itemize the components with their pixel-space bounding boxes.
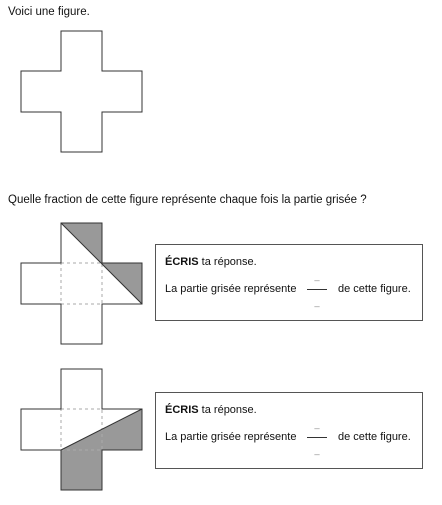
fraction-bar	[307, 289, 327, 290]
answer-box-2: ÉCRIS ta réponse. La partie grisée repré…	[155, 392, 423, 469]
numerator-field[interactable]: _	[314, 419, 320, 429]
answer-sentence-end: de cette figure.	[338, 431, 411, 443]
cross-figure	[20, 30, 144, 154]
answer-box-1: ÉCRIS ta réponse. La partie grisée repré…	[155, 244, 423, 321]
answer-sentence-start: La partie grisée représente	[165, 431, 297, 443]
cross-figure-shaded-1	[20, 222, 144, 346]
fraction-bar	[307, 437, 327, 438]
intro-text: Voici une figure.	[8, 6, 90, 18]
numerator-field[interactable]: _	[314, 271, 320, 281]
answer-instruction: ÉCRIS ta réponse.	[165, 404, 257, 416]
denominator-field[interactable]: _	[314, 445, 320, 455]
denominator-field[interactable]: _	[314, 297, 320, 307]
answer-sentence-start: La partie grisée représente	[165, 283, 297, 295]
answer-sentence-end: de cette figure.	[338, 283, 411, 295]
cross-figure-shaded-2	[20, 368, 144, 492]
answer-instruction: ÉCRIS ta réponse.	[165, 256, 257, 268]
question-text: Quelle fraction de cette figure représen…	[8, 194, 367, 206]
